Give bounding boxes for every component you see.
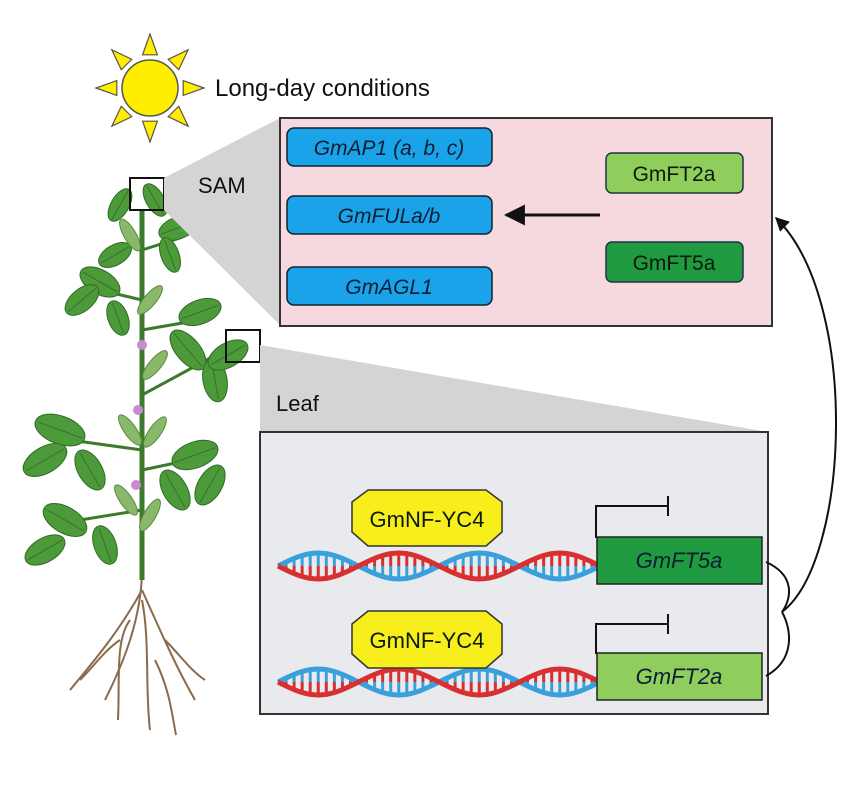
ft5a-gene-box: GmFT5a bbox=[596, 536, 763, 585]
soybean-plant-icon bbox=[22, 183, 249, 736]
repression-arrow-icon bbox=[595, 496, 669, 538]
target-gene-box: GmAGL1 bbox=[286, 266, 493, 306]
svg-text:GmFT2a: GmFT2a bbox=[636, 664, 723, 689]
leaf-label: Leaf bbox=[276, 391, 320, 416]
svg-text:GmFT2a: GmFT2a bbox=[633, 163, 716, 186]
target-gene-box: GmFULa/b bbox=[286, 195, 493, 235]
svg-text:GmNF-YC4: GmNF-YC4 bbox=[370, 507, 485, 532]
leaf-zoom-wedge bbox=[260, 345, 768, 432]
svg-text:GmAP1 (a, b, c): GmAP1 (a, b, c) bbox=[314, 137, 465, 160]
dna-helix-icon bbox=[276, 666, 602, 698]
nf-yc4-hexagon: GmNF-YC4 bbox=[351, 610, 503, 669]
sun-icon bbox=[94, 32, 206, 144]
svg-text:GmFULa/b: GmFULa/b bbox=[338, 205, 441, 228]
target-gene-box: GmAP1 (a, b, c) bbox=[286, 127, 493, 167]
dna-helix-icon bbox=[276, 550, 602, 582]
condition-label: Long-day conditions bbox=[215, 75, 430, 102]
sam-label: SAM bbox=[198, 173, 246, 198]
sam-zoom-wedge bbox=[164, 118, 280, 325]
svg-text:GmFT5a: GmFT5a bbox=[636, 548, 723, 573]
ft2a-protein-box: GmFT2a bbox=[605, 152, 744, 194]
ft2a-gene-box: GmFT2a bbox=[596, 652, 763, 701]
transport-arrow bbox=[765, 217, 837, 677]
svg-text:GmNF-YC4: GmNF-YC4 bbox=[370, 628, 485, 653]
svg-text:GmFT5a: GmFT5a bbox=[633, 252, 716, 275]
ft5a-protein-box: GmFT5a bbox=[605, 241, 744, 283]
repression-arrow-icon bbox=[595, 614, 669, 654]
svg-text:GmAGL1: GmAGL1 bbox=[345, 276, 433, 299]
nf-yc4-hexagon: GmNF-YC4 bbox=[351, 489, 503, 547]
